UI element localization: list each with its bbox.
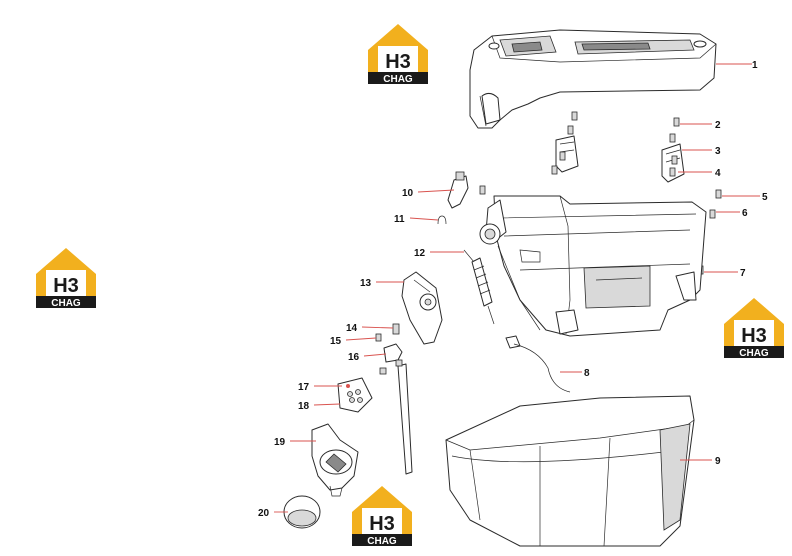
- callout-17: 17: [298, 382, 310, 393]
- part-19-cup-holder: [311, 423, 359, 497]
- callout-18: 18: [298, 401, 310, 412]
- part-1-console-cover: [469, 29, 717, 129]
- logo-sub-text: CHAG: [367, 536, 397, 547]
- logo-main-text: H3: [385, 51, 411, 73]
- callout-16: 16: [348, 352, 360, 363]
- callout-10: 10: [402, 188, 414, 199]
- logo-inner-panel: [362, 508, 402, 534]
- part-10-latch: [447, 171, 469, 209]
- part-13-lock-bracket: [401, 271, 443, 345]
- callout-3: 3: [715, 146, 721, 157]
- part-14-16-shaft-assembly: [375, 323, 413, 475]
- logo-sub-bar: [724, 346, 784, 358]
- watermark-logo-top: H3 CHAG: [368, 24, 428, 85]
- callout-11: 11: [394, 214, 405, 225]
- logo-inner-panel: [734, 320, 774, 346]
- console-base-frame: [479, 195, 707, 337]
- callout-1: 1: [752, 60, 758, 71]
- logo-inner-panel: [378, 46, 418, 72]
- callout-4: 4: [715, 168, 721, 179]
- logo-sub-text: CHAG: [383, 74, 413, 85]
- part-11-clip: [437, 215, 447, 225]
- callout-5: 5: [762, 192, 768, 203]
- callout-2: 2: [715, 120, 721, 131]
- logo-main-text: H3: [741, 325, 767, 347]
- logo-sub-bar: [368, 72, 428, 84]
- logo-inner-panel: [46, 270, 86, 296]
- leader-lines: [274, 63, 760, 513]
- callout-8: 8: [584, 368, 590, 379]
- watermark-logo-left: H3 CHAG: [36, 248, 96, 309]
- watermark-logo-bottom: H3 CHAG: [352, 486, 412, 547]
- callout-7: 7: [740, 268, 746, 279]
- callout-15: 15: [330, 336, 342, 347]
- part-8-cable: [505, 335, 571, 393]
- callout-9: 9: [715, 456, 721, 467]
- logo-sub-bar: [36, 296, 96, 308]
- logo-main-text: H3: [369, 513, 395, 535]
- logo-main-text: H3: [53, 275, 79, 297]
- logo-sub-text: CHAG: [739, 348, 769, 359]
- part-20-cap: [283, 495, 321, 529]
- logo-sub-bar: [352, 534, 412, 546]
- callout-19: 19: [274, 437, 286, 448]
- part-9-storage-box: [445, 395, 695, 547]
- part-3-mounting-brackets: [555, 135, 685, 183]
- part-17-18-switch-plate: [337, 377, 373, 413]
- callout-13: 13: [360, 278, 372, 289]
- callout-14: 14: [346, 323, 358, 334]
- watermark-logo-right: H3 CHAG: [724, 298, 784, 359]
- callout-12: 12: [414, 248, 426, 259]
- callout-20: 20: [258, 508, 270, 519]
- callout-6: 6: [742, 208, 748, 219]
- part-12-spring-strut: [463, 249, 495, 325]
- callout-numbers: 1 2 3 4 5 6 7 8 9 10 11 12 13 14 15 16 1…: [258, 60, 768, 519]
- logo-sub-text: CHAG: [51, 298, 81, 309]
